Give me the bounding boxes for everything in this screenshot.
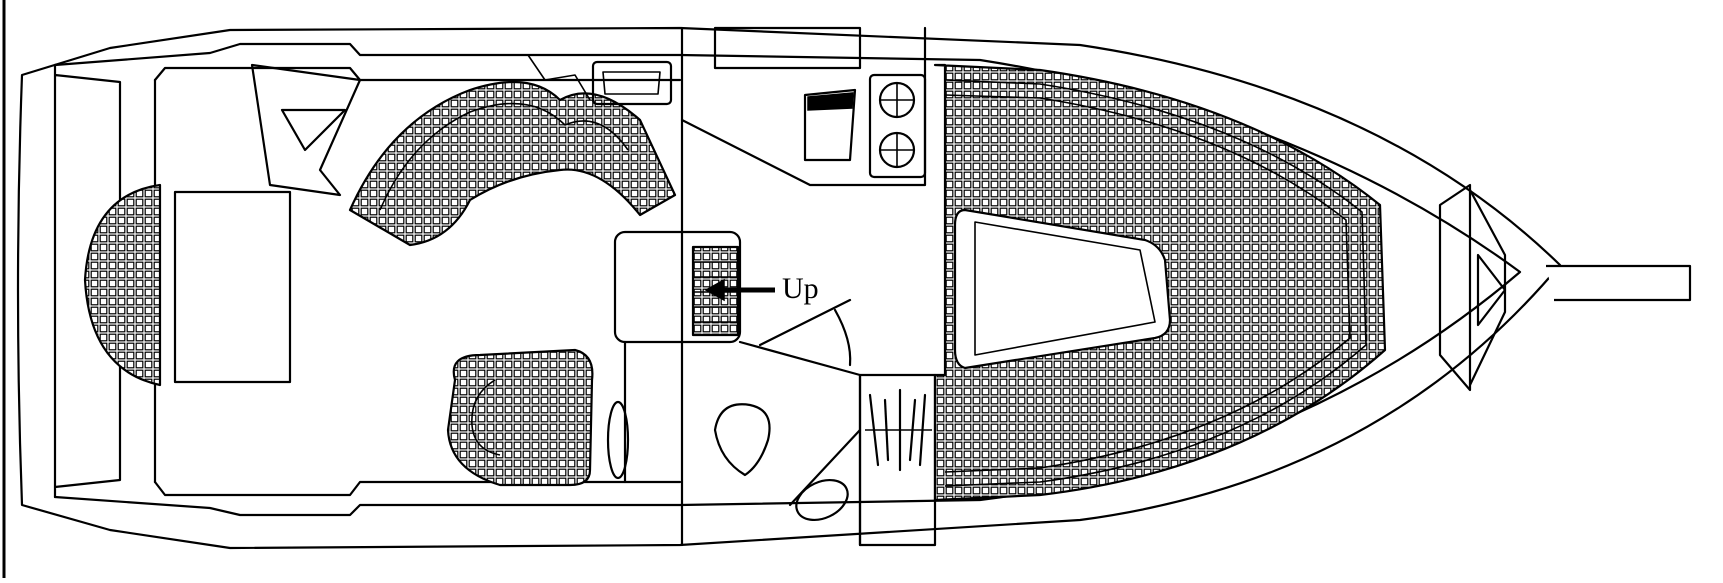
stove: [868, 73, 927, 179]
helm-console: [250, 63, 362, 197]
anchor-locker: [1438, 183, 1472, 392]
helm-seat: [446, 348, 594, 487]
galley-counter: [713, 26, 862, 70]
storage-box: [591, 60, 673, 106]
head-wall: [788, 428, 862, 507]
door-leaf: [758, 298, 852, 347]
up-arrow-head: [704, 278, 725, 302]
head-toilet: [713, 403, 771, 477]
berth-table-inner: [974, 221, 1156, 356]
helm-triangle: [280, 108, 347, 152]
helm-wheel: [606, 400, 630, 480]
bow-hatch-triangle: [1476, 253, 1507, 327]
head-sink: [795, 478, 849, 522]
v-berth-piping-inner: [944, 94, 1351, 473]
engine-hatch: [173, 190, 292, 384]
rear-sunpad: [83, 183, 162, 387]
galley-refrigerator: [803, 88, 857, 162]
door-swing-arc: [833, 308, 852, 367]
bow-hatch: [1468, 188, 1507, 387]
cockpit-side-left: [153, 66, 682, 82]
lounge-backrest-line: [379, 102, 629, 211]
helm-seat-back: [471, 379, 501, 456]
hanging-locker: [865, 388, 932, 472]
cockpit-side-right: [153, 480, 682, 497]
bowsprit: [1546, 264, 1692, 302]
up-label: Up: [782, 272, 819, 305]
storage-box-lid: [602, 71, 661, 95]
v-berth-piping: [944, 79, 1367, 487]
galley-refrigerator-fill: [807, 92, 854, 111]
hatch-curve: [527, 54, 591, 101]
